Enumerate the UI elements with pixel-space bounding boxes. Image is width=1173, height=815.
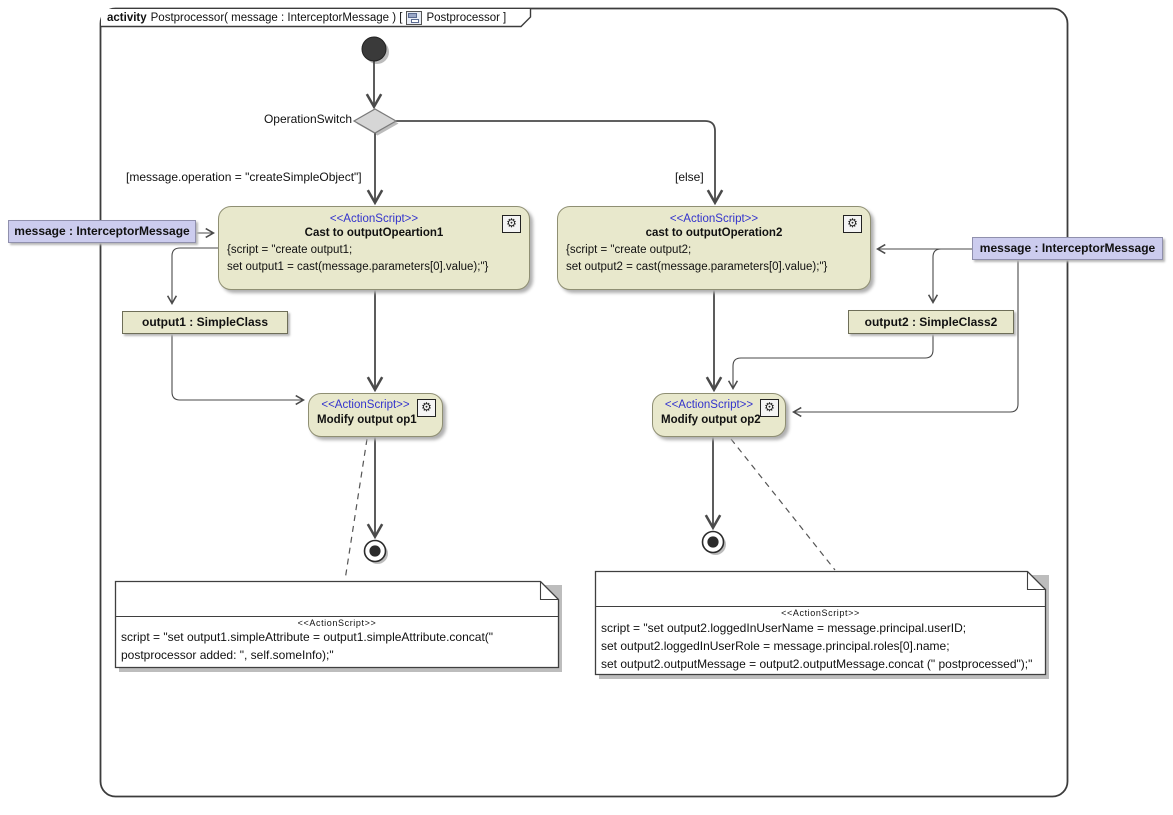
action-cast-output1[interactable]: <<ActionScript>> Cast to outputOpeartion… bbox=[218, 206, 530, 290]
stereotype-label: <<ActionScript>> bbox=[321, 399, 410, 411]
note-line: postprocessor added: ", self.someInfo);" bbox=[121, 647, 334, 662]
start-node[interactable] bbox=[361, 36, 387, 62]
param-message-left[interactable]: message : InterceptorMessage bbox=[8, 220, 196, 243]
activity-frame[interactable] bbox=[99, 7, 1069, 798]
param-message-right[interactable]: message : InterceptorMessage bbox=[972, 237, 1163, 260]
action-modify-op2[interactable]: <<ActionScript>> Modify output op2 ⚙ bbox=[652, 393, 786, 437]
note2-fold-icon bbox=[1026, 571, 1046, 591]
note1-fold-icon bbox=[539, 581, 559, 601]
action-cast-output2[interactable]: <<ActionScript>> cast to outputOperation… bbox=[557, 206, 871, 290]
object-output1[interactable]: output1 : SimpleClass bbox=[122, 311, 288, 334]
note1-stereotype: <<ActionScript>> bbox=[297, 618, 377, 628]
final-node-1-inner bbox=[369, 545, 381, 557]
script-line: set output2 = cast(message.parameters[0]… bbox=[566, 261, 828, 273]
note2-shape[interactable] bbox=[594, 570, 1047, 676]
stereotype-label: <<ActionScript>> bbox=[669, 213, 759, 225]
action-modify-op1[interactable]: <<ActionScript>> Modify output op1 ⚙ bbox=[308, 393, 443, 437]
decision-diamond[interactable] bbox=[352, 108, 398, 134]
gear-icon: ⚙ bbox=[417, 399, 436, 417]
gear-icon: ⚙ bbox=[502, 215, 521, 233]
stereotype-label: <<ActionScript>> bbox=[329, 213, 419, 225]
frame-title-tab-fill bbox=[101, 9, 530, 26]
script-line: {script = "create output1; bbox=[227, 244, 353, 256]
action-title: Modify output op2 bbox=[661, 414, 761, 426]
frame-title-tab-border bbox=[101, 9, 532, 28]
frame-title: activity Postprocessor( message : Interc… bbox=[107, 10, 506, 26]
object-output2-label: output2 : SimpleClass2 bbox=[864, 315, 998, 329]
action-script-body: {script = "create output1; set output1 =… bbox=[219, 239, 529, 276]
decision-label: OperationSwitch bbox=[263, 112, 352, 126]
param-message-left-label: message : InterceptorMessage bbox=[14, 224, 190, 238]
note-line: script = "set output1.simpleAttribute = … bbox=[121, 630, 494, 644]
param-message-right-label: message : InterceptorMessage bbox=[979, 241, 1156, 255]
note1-shape[interactable] bbox=[114, 580, 560, 669]
script-line: {script = "create output2; bbox=[566, 244, 692, 256]
frame-title-text: Postprocessor( message : InterceptorMess… bbox=[150, 12, 403, 24]
note-line: set output2.outputMessage = output2.outp… bbox=[601, 657, 1033, 671]
edge-output1-to-modify1[interactable] bbox=[171, 334, 305, 406]
object-output2[interactable]: output2 : SimpleClass2 bbox=[848, 310, 1014, 334]
final-node-2-inner bbox=[707, 536, 719, 548]
frame-title-keyword: activity bbox=[107, 12, 147, 24]
frame-title-diagram-name: Postprocessor bbox=[426, 12, 500, 24]
action-script-body: {script = "create output2; set output2 =… bbox=[558, 239, 870, 276]
note2-stereotype: <<ActionScript>> bbox=[781, 608, 860, 618]
frame-title-bracket: ] bbox=[502, 12, 507, 24]
action-title: Cast to outputOpeartion1 bbox=[304, 227, 444, 239]
anchor-modify2-note[interactable] bbox=[730, 438, 836, 571]
edge-param-right-to-output2[interactable] bbox=[927, 248, 972, 304]
edge-decision-to-cast2[interactable] bbox=[396, 120, 724, 206]
edge-param-right-to-modify2[interactable] bbox=[792, 260, 1019, 418]
action-title: Modify output op1 bbox=[317, 414, 417, 426]
gear-icon: ⚙ bbox=[760, 399, 779, 417]
note-line: set output2.loggedInUserRole = message.p… bbox=[601, 639, 950, 653]
guard-else-label: [else] bbox=[675, 170, 704, 184]
action-title: cast to outputOperation2 bbox=[645, 227, 783, 239]
gear-icon: ⚙ bbox=[843, 215, 862, 233]
edge-cast1-to-output1[interactable] bbox=[166, 247, 218, 305]
note1-text: script = "set output1.simpleAttribute = … bbox=[121, 629, 493, 664]
guard-create-label: [message.operation = "createSimpleObject… bbox=[126, 170, 362, 184]
script-line: set output1 = cast(message.parameters[0]… bbox=[227, 261, 489, 273]
stereotype-label: <<ActionScript>> bbox=[664, 399, 754, 411]
activity-diagram-icon bbox=[406, 11, 423, 25]
object-output1-label: output1 : SimpleClass bbox=[141, 315, 269, 329]
note-line: script = "set output2.loggedInUserName =… bbox=[601, 621, 967, 635]
anchor-modify1-note[interactable] bbox=[344, 438, 368, 581]
edge-output2-to-modify2[interactable] bbox=[727, 334, 934, 390]
note2-text: script = "set output2.loggedInUserName =… bbox=[601, 619, 1032, 673]
